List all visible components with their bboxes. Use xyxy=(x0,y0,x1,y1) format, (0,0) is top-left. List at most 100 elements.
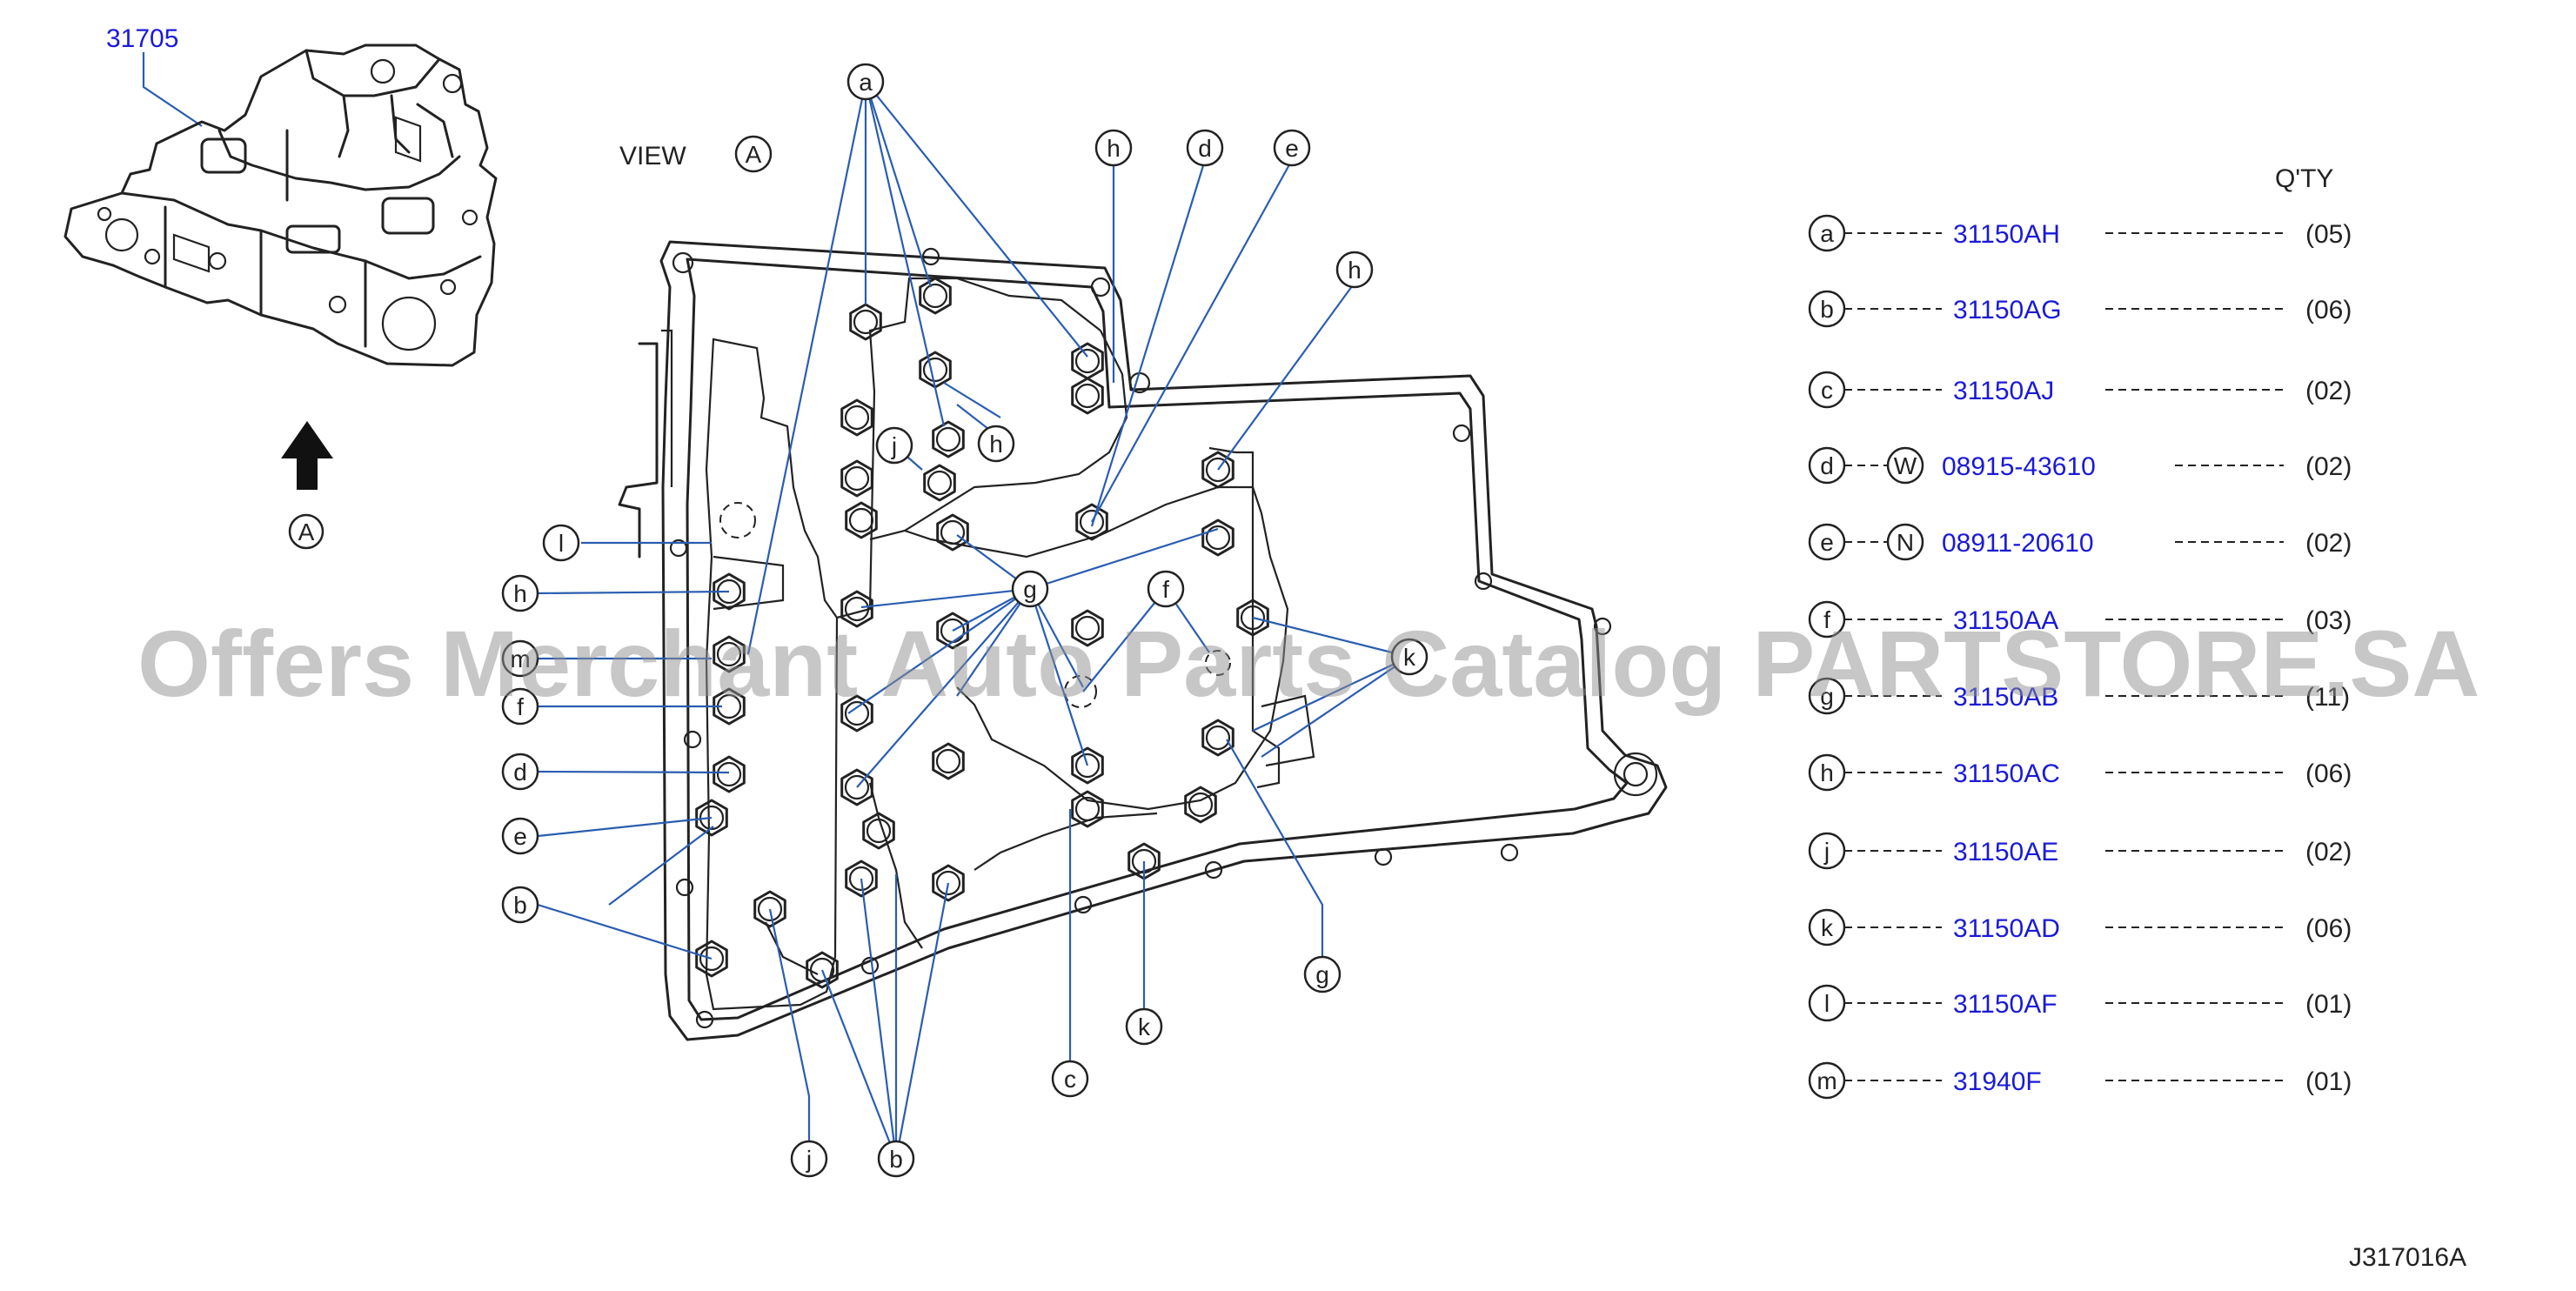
callout-letter: h xyxy=(1348,257,1362,284)
callout-f[interactable]: f xyxy=(1147,570,1185,608)
callout-b[interactable]: b xyxy=(877,1140,915,1178)
hex-bolt-icon xyxy=(919,277,952,315)
arrow-up-icon xyxy=(281,421,333,490)
row-part-number[interactable]: 31150AH xyxy=(1953,220,2060,249)
hex-bolt-icon xyxy=(840,590,873,628)
row-qty: (06) xyxy=(2305,759,2352,788)
hex-bolt-icon xyxy=(1201,719,1234,757)
callout-g[interactable]: g xyxy=(1303,955,1342,993)
callout-h[interactable]: h xyxy=(977,425,1015,463)
row-qty: (02) xyxy=(2305,377,2352,405)
row-part-number[interactable]: 08911-20610 xyxy=(1942,529,2094,558)
callout-h[interactable]: h xyxy=(501,574,539,612)
row-qty: (01) xyxy=(2305,1067,2352,1096)
callout-letter: m xyxy=(510,646,530,672)
hex-bolt-icon xyxy=(1201,518,1234,557)
row-part-number[interactable]: 31150AJ xyxy=(1953,377,2054,405)
bolt-heads xyxy=(695,277,1269,989)
row-part-number[interactable]: 31150AG xyxy=(1953,296,2062,324)
callout-h[interactable]: h xyxy=(1335,251,1374,289)
arrow-ref: A xyxy=(298,518,315,545)
hex-bolt-icon xyxy=(840,459,873,498)
row-qty: (06) xyxy=(2305,914,2352,943)
callout-letter: b xyxy=(513,892,527,919)
callout-letter: k xyxy=(1138,1013,1151,1040)
row-part-number[interactable]: 31150AC xyxy=(1953,759,2060,788)
hex-bolt-icon xyxy=(806,951,839,989)
callout-letter: d xyxy=(1198,135,1212,162)
row-key: b xyxy=(1820,296,1834,323)
hex-bolt-icon xyxy=(753,890,786,928)
row-qty: (11) xyxy=(2305,683,2350,712)
hex-bolt-icon xyxy=(845,860,878,898)
row-key: g xyxy=(1820,683,1834,710)
view-arrow: A xyxy=(281,421,333,550)
callout-l[interactable]: l xyxy=(542,524,580,562)
callout-d[interactable]: d xyxy=(1186,129,1224,167)
row-part-number[interactable]: 31150AD xyxy=(1953,914,2060,943)
callout-a[interactable]: a xyxy=(846,63,885,101)
row-key: h xyxy=(1820,759,1834,786)
row-part-number[interactable]: 31940F xyxy=(1953,1067,2042,1096)
callout-letter: e xyxy=(1285,135,1299,162)
callout-d[interactable]: d xyxy=(501,753,539,791)
view-label: VIEW A xyxy=(619,135,773,173)
assembly-part-number[interactable]: 31705 xyxy=(106,24,178,53)
hex-bolt-icon xyxy=(1071,377,1104,415)
callout-letter: g xyxy=(1315,961,1329,988)
callout-m[interactable]: m xyxy=(501,639,539,678)
callout-letter: h xyxy=(1107,135,1121,162)
row-qty: (01) xyxy=(2305,990,2352,1019)
callout-letter: l xyxy=(559,530,564,557)
row-part-number[interactable]: 08915-43610 xyxy=(1942,452,2096,481)
row-part-number[interactable]: 31150AA xyxy=(1953,606,2058,635)
table-row: h 31150AC (06) xyxy=(1808,753,2352,792)
row-prefix: N xyxy=(1897,529,1914,556)
hex-bolt-icon xyxy=(840,398,873,437)
row-key: k xyxy=(1821,914,1834,941)
callout-j[interactable]: j xyxy=(875,426,913,465)
callout-f[interactable]: f xyxy=(501,687,539,726)
callout-c[interactable]: c xyxy=(1051,1060,1089,1098)
callout-letter: j xyxy=(891,432,897,459)
callout-k[interactable]: k xyxy=(1390,638,1429,676)
hex-bolt-icon xyxy=(932,742,965,780)
callout-h[interactable]: h xyxy=(1094,129,1133,167)
callout-e[interactable]: e xyxy=(501,817,539,855)
row-key: c xyxy=(1821,377,1833,404)
watermark: Offers Merchant Auto Parts Catalog PARTS… xyxy=(137,611,2479,716)
row-key: m xyxy=(1817,1067,1837,1094)
row-prefix: W xyxy=(1894,452,1917,479)
valve-body-drawing xyxy=(618,240,1668,1041)
hex-bolt-icon xyxy=(936,513,969,552)
callout-letter: b xyxy=(889,1146,903,1173)
callout-b[interactable]: b xyxy=(501,886,539,924)
figure-code: J317016A xyxy=(2349,1243,2466,1272)
leader-lines xyxy=(537,81,1410,1160)
row-part-number[interactable]: 31150AE xyxy=(1953,838,2058,866)
row-part-number[interactable]: 31150AB xyxy=(1953,683,2058,712)
assembly-thumbnail[interactable]: 31705 xyxy=(64,24,498,367)
callout-g[interactable]: g xyxy=(1011,570,1049,608)
callout-k[interactable]: k xyxy=(1125,1007,1163,1046)
callout-letter: j xyxy=(806,1146,812,1173)
qty-header: Q'TY xyxy=(2275,164,2333,193)
hex-bolt-icon xyxy=(1236,599,1269,637)
callout-j[interactable]: j xyxy=(790,1140,828,1178)
hex-bolt-icon xyxy=(840,768,873,806)
view-text: VIEW xyxy=(619,142,686,171)
hex-bolt-icon xyxy=(1071,790,1104,828)
callout-letter: d xyxy=(513,759,527,786)
callout-letter: e xyxy=(513,823,527,850)
row-qty: (02) xyxy=(2305,838,2352,866)
row-part-number[interactable]: 31150AF xyxy=(1953,990,2057,1019)
hex-bolt-icon xyxy=(1071,609,1104,647)
table-row: m 31940F (01) xyxy=(1808,1061,2352,1100)
callout-e[interactable]: e xyxy=(1273,129,1311,167)
